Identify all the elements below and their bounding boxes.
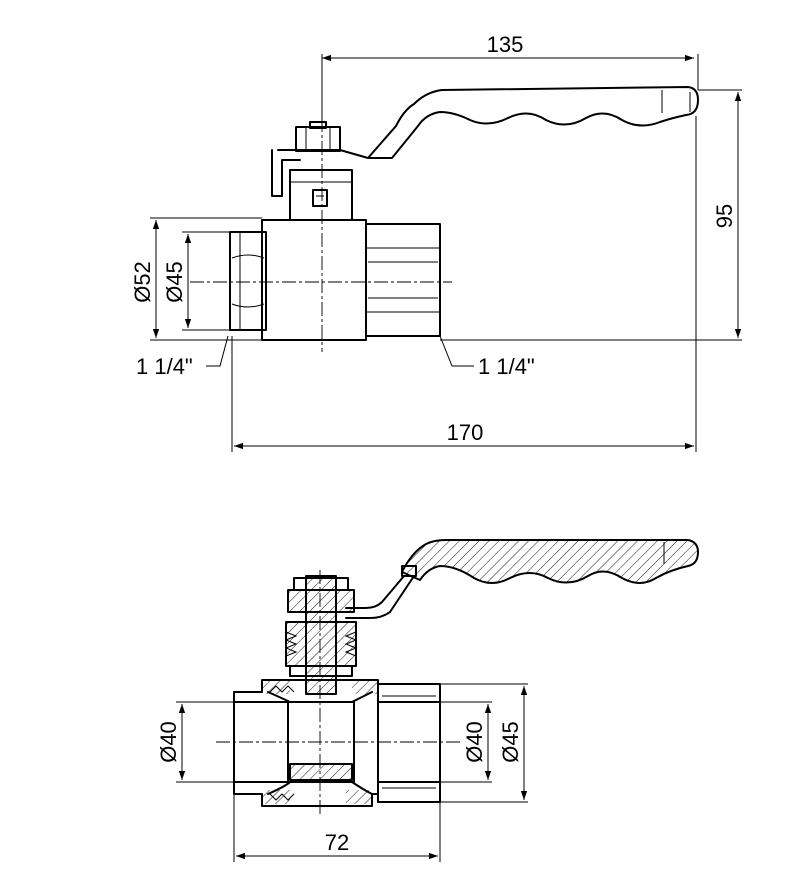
dim-inner-diameter: Ø45 xyxy=(162,261,187,303)
valve-neck xyxy=(289,169,353,221)
section-right-connector xyxy=(377,683,441,803)
left-connector xyxy=(229,231,267,331)
valve-elevation-view: 135 95 Ø52 Ø45 1 1/4" 1 1/4" 170 xyxy=(130,32,742,452)
valve-body xyxy=(261,219,367,341)
section-stem xyxy=(306,576,336,694)
dim-length-total: 170 xyxy=(447,420,484,445)
dim-body-length: 72 xyxy=(325,830,349,855)
handle-lever xyxy=(367,86,699,159)
valve-section-view: Ø40 Ø40 Ø45 72 xyxy=(156,539,699,862)
dim-height: 95 xyxy=(712,204,737,228)
right-connector xyxy=(365,223,441,337)
dim-bore-right: Ø40 xyxy=(462,721,487,763)
dim-outer-right: Ø45 xyxy=(498,721,523,763)
stem-nut xyxy=(295,126,341,152)
dim-handle-length: 135 xyxy=(487,32,524,57)
dim-outer-diameter: Ø52 xyxy=(130,261,155,303)
thread-label-right: 1 1/4" xyxy=(478,354,535,379)
section-handle-lever xyxy=(402,540,698,583)
thread-label-left: 1 1/4" xyxy=(136,354,193,379)
dim-bore-left: Ø40 xyxy=(156,721,181,763)
